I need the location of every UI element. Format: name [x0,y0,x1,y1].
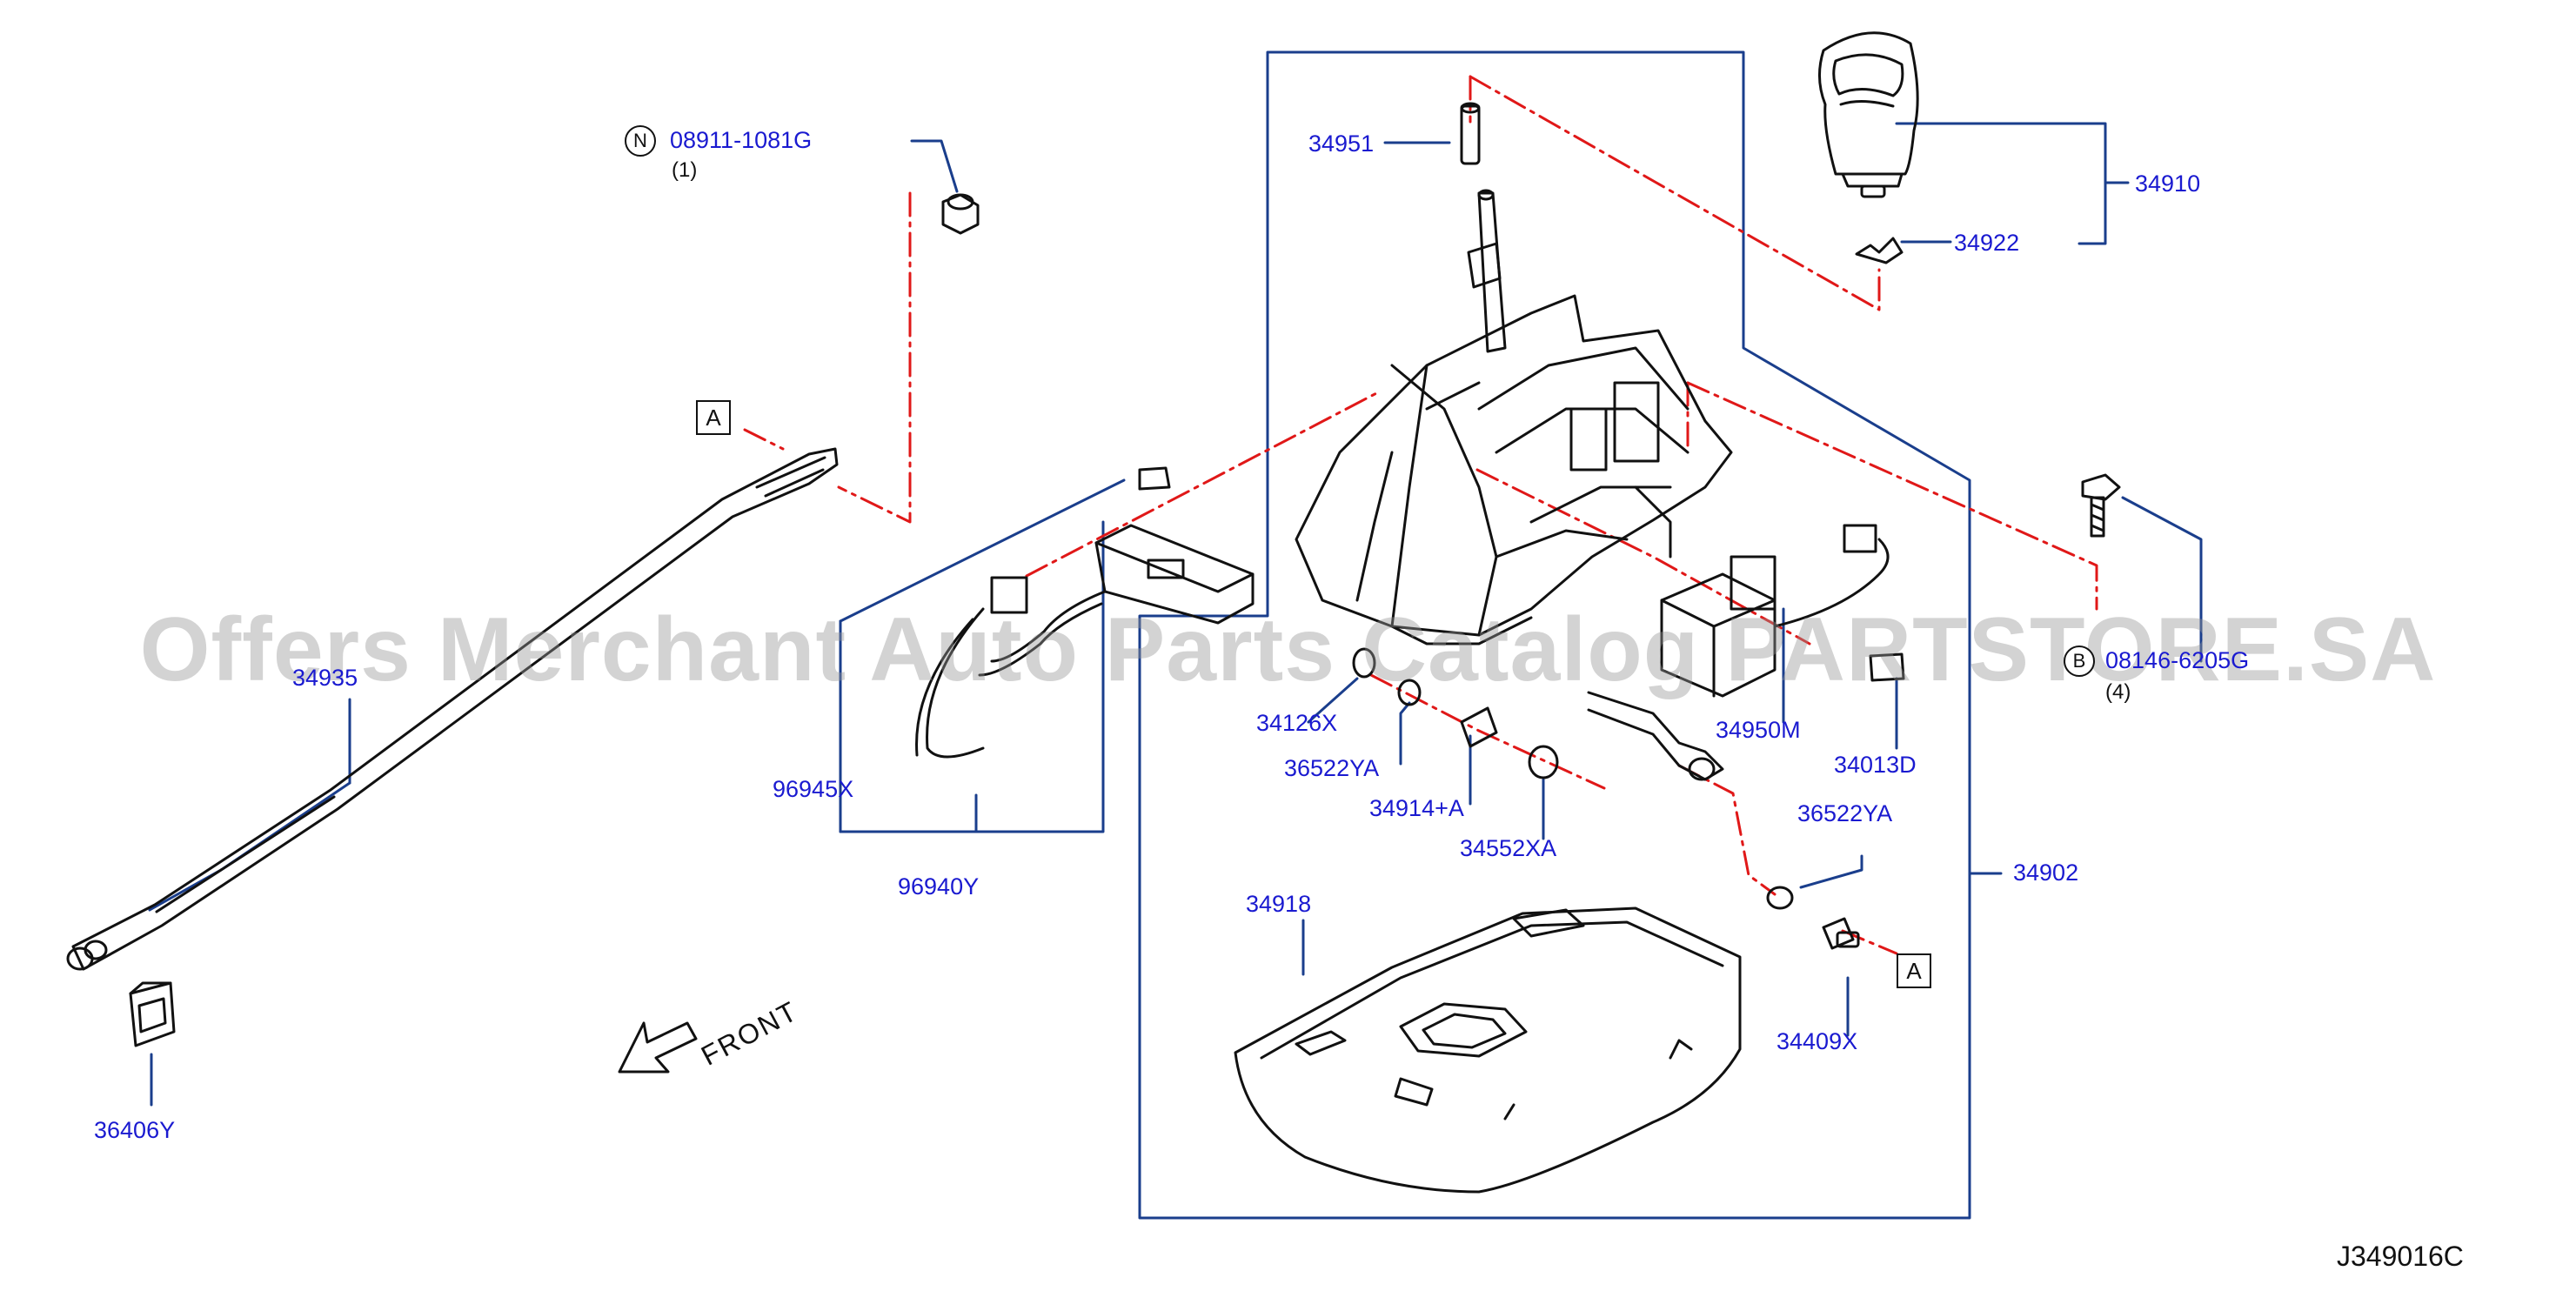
ref-a-marker-cable: A [696,400,731,435]
callout-34013d[interactable]: 34013D [1834,752,1917,778]
qty-08146: (4) [2105,680,2131,704]
alignment-lines [743,75,2098,955]
callout-36522ya-upper[interactable]: 36522YA [1284,755,1380,781]
callout-08146-6205g[interactable]: 08146-6205G [2105,647,2250,673]
diagram-id: J349016C [2337,1241,2464,1272]
ref-a-marker-pin: A [1897,953,1931,988]
callout-08911-1081g[interactable]: 08911-1081G [670,127,813,153]
callout-34126x[interactable]: 34126X [1256,710,1338,736]
frame-harness-bottom [839,520,1105,833]
callout-34409x[interactable]: 34409X [1776,1028,1858,1054]
shift-knob-34910 [1817,31,1919,198]
n-symbol-marker: N [625,125,656,157]
qty-08911: (1) [672,158,698,182]
callout-96940y[interactable]: 96940Y [898,873,980,900]
callout-34922[interactable]: 34922 [1954,230,2020,256]
callout-34918[interactable]: 34918 [1246,891,1312,917]
callout-34902[interactable]: 34902 [2013,860,2079,886]
callout-34950m[interactable]: 34950M [1716,717,1801,743]
clip-36406y [129,981,176,1047]
small-parts [1352,473,2121,950]
callout-34914-a[interactable]: 34914+A [1369,795,1464,821]
callout-34910[interactable]: 34910 [2135,171,2201,197]
callout-96945x[interactable]: 96945X [773,776,854,802]
solenoid-34950m [1660,524,1905,698]
callout-36522ya-lower[interactable]: 36522YA [1797,800,1893,826]
clip-34922 [1855,237,1904,264]
harness-96945x [915,466,1255,759]
console-cover-34918 [1234,906,1742,1194]
callout-34935[interactable]: 34935 [292,665,358,691]
callout-34552xa[interactable]: 34552XA [1460,835,1557,861]
callout-36406y[interactable]: 36406Y [94,1117,176,1143]
frame-shifter-assembly [1138,50,1971,1220]
b-symbol-marker: B [2064,646,2095,677]
leader-lines [148,122,2203,1107]
front-arrow-icon [618,1021,698,1074]
group-frames [839,50,1971,1220]
shifter-housing [1295,189,1733,781]
frame-harness [839,478,1126,623]
callout-34951[interactable]: 34951 [1308,130,1375,157]
nut-08911 [941,193,980,235]
pin-34951 [1460,102,1481,165]
shift-cable [66,447,839,971]
